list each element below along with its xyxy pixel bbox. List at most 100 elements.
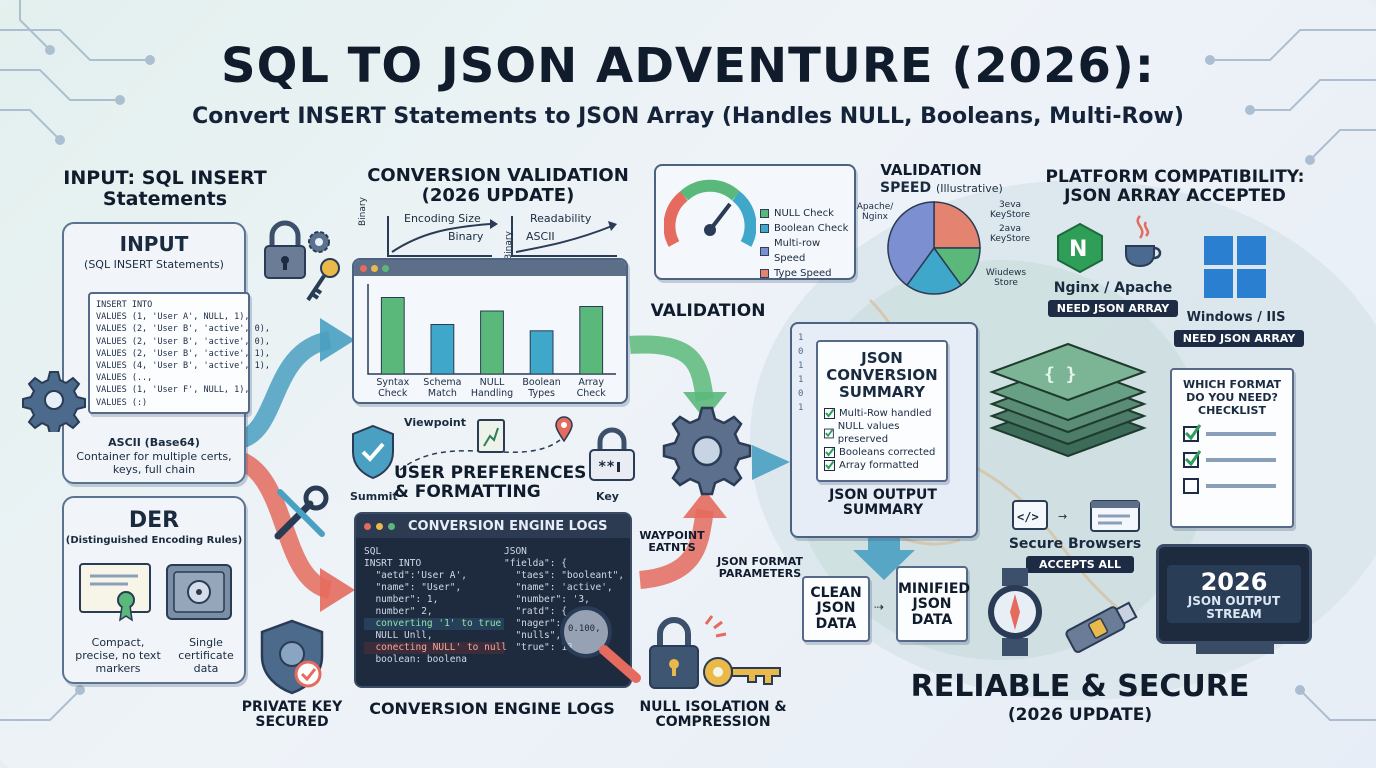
sql-line: VALUES (.., <box>96 373 153 384</box>
log-line: "aetd":'User A', <box>364 570 467 581</box>
bar-schema-match <box>430 324 455 375</box>
magnifier-icon <box>560 606 641 683</box>
summary-check-item: Multi-Row handled <box>824 407 940 420</box>
code-window-icon: </> <box>1012 500 1048 530</box>
trend-right-title: Readability <box>530 212 592 225</box>
trend-left-title: Encoding Size <box>404 212 481 225</box>
svg-text:1: 1 <box>798 333 803 343</box>
bar-syntax-check <box>380 297 405 375</box>
log-line: "taes": "booleant", <box>504 570 625 581</box>
sql-line: VALUES (2, 'User B', 'active', 1), <box>96 348 270 359</box>
legend-item: Multi-row Speed <box>760 236 854 266</box>
der-panel: DER (Distinguished Encoding Rules) Compa… <box>62 496 246 684</box>
checkbox-icon <box>824 428 834 438</box>
gauge-heading: VALIDATION <box>650 301 766 321</box>
pie-label-2: 2ava KeyStore <box>989 224 1031 244</box>
log-line: "name": "User", <box>364 582 462 593</box>
checklist-title: WHICH FORMAT DO YOU NEED? CHECKLIST <box>1183 378 1281 417</box>
bar-tick-label: Types <box>527 388 555 399</box>
null-isolation-label: NULL ISOLATION & COMPRESSION <box>639 699 787 731</box>
sql-line: INSERT INTO <box>96 300 153 310</box>
log-line: INSRT INTO <box>364 558 422 569</box>
summary-check-label: Multi-Row handled <box>839 408 932 419</box>
terminal-title: CONVERSION ENGINE LOGS <box>408 518 608 534</box>
der-subtitle: (Distinguished Encoding Rules) <box>65 535 243 546</box>
legend-label: Boolean Check <box>774 223 849 234</box>
checkbox-icon <box>824 408 835 419</box>
bar-tick-label: Check <box>577 388 607 399</box>
browsers-badge: ACCEPTS ALL <box>1026 556 1134 573</box>
legend-item: Boolean Check <box>760 221 854 236</box>
log-line: number": 1, <box>364 594 439 605</box>
central-gear-icon <box>662 406 752 496</box>
location-pin-icon <box>555 416 573 442</box>
svg-text:1: 1 <box>798 361 803 371</box>
speed-pie-chart <box>887 201 981 295</box>
checkbox-icon <box>824 447 835 458</box>
log-line: "ratd": { <box>504 606 567 617</box>
small-gear-icon <box>308 231 330 253</box>
trend-right-axis: Binary <box>504 231 514 260</box>
windows-logo-icon <box>1204 236 1266 298</box>
java-cup-icon <box>1125 215 1162 268</box>
svg-text:0: 0 <box>798 389 803 399</box>
terminal-titlebar: CONVERSION ENGINE LOGS <box>356 514 630 538</box>
server-stack-icon: { } <box>989 342 1147 458</box>
legend-swatch <box>760 269 769 278</box>
stream-year: 2026 <box>1200 568 1268 596</box>
browser-window-icon <box>1090 500 1140 532</box>
speed-heading-1: VALIDATION <box>880 161 982 179</box>
window-titlebar <box>354 260 626 276</box>
svg-text:N: N <box>1069 237 1087 262</box>
private-key-label: PRIVATE KEY SECURED <box>241 699 343 731</box>
browsers-label: Secure Browsers <box>1008 536 1142 552</box>
speedometer-icon <box>664 179 756 247</box>
log-line: number" 2, <box>364 606 433 617</box>
format-checklist-card: WHICH FORMAT DO YOU NEED? CHECKLIST <box>1170 368 1294 528</box>
nginx-icon: N <box>1057 222 1103 274</box>
padlock-icon <box>264 220 306 279</box>
bar-tick-label: Boolean <box>522 377 560 388</box>
monitor-screen: 2026 JSON OUTPUT STREAM <box>1167 565 1301 623</box>
footer-subtitle: (2026 UPDATE) <box>1007 705 1153 725</box>
legend-swatch <box>760 246 769 256</box>
wrench-screwdriver-icon <box>274 485 329 540</box>
windows-badge: NEED JSON ARRAY <box>1174 330 1304 347</box>
windows-label: Windows / IIS <box>1186 310 1286 325</box>
input-panel: INPUT (SQL INSERT Statements) INSERT INT… <box>62 222 270 484</box>
password-lock-icon: ** <box>589 427 635 481</box>
checkbox-icon <box>824 460 835 471</box>
legend-item: NULL Check <box>760 206 854 221</box>
log-line: "name": 'active', <box>504 582 613 593</box>
safe-icon <box>166 564 232 620</box>
log-line: boolean: boolena <box>364 654 467 665</box>
bar-array-check <box>579 306 604 375</box>
waypoint-left-label: WAYPOINT EATNTS <box>639 529 705 555</box>
clean-json-card: CLEAN JSON DATA <box>802 576 870 642</box>
trend-left-axis: Binary <box>358 197 368 226</box>
checklist-boxes <box>1183 424 1276 494</box>
log-line: SQL <box>364 546 382 557</box>
summary-check-label: NULL values preserved <box>837 421 900 445</box>
legend-label: NULL Check <box>774 208 834 219</box>
svg-text:1: 1 <box>798 403 803 413</box>
nginx-badge: NEED JSON ARRAY <box>1048 300 1178 317</box>
pie-label-3: Wiudews Store <box>985 268 1027 288</box>
legend-label: Multi-row Speed <box>773 238 821 264</box>
pie-slice <box>905 246 963 295</box>
trend-left-sub: Binary <box>448 230 484 243</box>
shield-icon <box>260 619 324 695</box>
magnifier-text: 0.100, <box>568 624 601 634</box>
logs-caption: CONVERSION ENGINE LOGS <box>369 699 615 718</box>
input-panel-subtitle: (SQL INSERT Statements) <box>84 258 224 271</box>
legend-item: Type Speed <box>760 266 854 278</box>
map-icon <box>477 419 505 453</box>
certificate-icon <box>79 563 151 622</box>
key-label: Key <box>596 490 619 503</box>
bar-tick-label: Match <box>428 388 457 399</box>
svg-text:1: 1 <box>798 375 803 385</box>
legend-swatch <box>760 209 769 218</box>
